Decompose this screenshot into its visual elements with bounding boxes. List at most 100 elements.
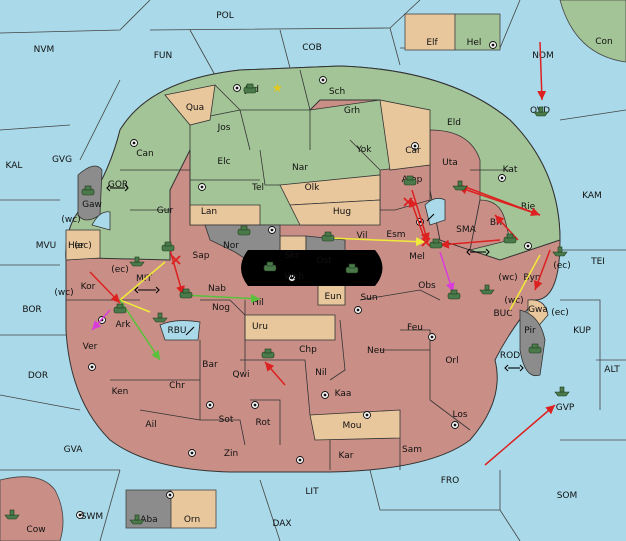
fleet-unit[interactable] bbox=[4, 509, 20, 520]
label-gvp: GVP bbox=[556, 403, 575, 413]
army-unit[interactable] bbox=[261, 348, 275, 359]
land-label-bar: Bar bbox=[202, 360, 218, 370]
province-bri[interactable] bbox=[469, 199, 511, 251]
land-label-gur: Gur bbox=[157, 206, 174, 216]
fleet-unit[interactable] bbox=[554, 386, 570, 397]
land-label-kaa: Kaa bbox=[335, 389, 352, 399]
sea-label-swm: SWM bbox=[81, 512, 103, 522]
land-label-eld: Eld bbox=[447, 118, 461, 128]
army-unit[interactable] bbox=[81, 185, 95, 196]
province-labels: POLNVMFUNCOBNOMOVDConKALGVGKAMMVUBORTEIK… bbox=[6, 11, 621, 535]
sea-label-alt: ALT bbox=[604, 365, 620, 375]
fleet-unit[interactable] bbox=[129, 256, 145, 267]
army-unit[interactable] bbox=[161, 241, 175, 252]
land-label-zin: Zin bbox=[224, 449, 238, 459]
land-label-car: Car bbox=[405, 146, 421, 156]
sea-label-gvg: GVG bbox=[52, 155, 72, 165]
sea-label-tei: TEI bbox=[590, 257, 605, 267]
army-unit[interactable] bbox=[113, 303, 127, 314]
army-unit[interactable] bbox=[447, 289, 461, 300]
sea-label-cob: COB bbox=[302, 43, 322, 53]
impassable-region bbox=[241, 250, 383, 286]
fleet-unit[interactable] bbox=[129, 514, 145, 525]
army-unit[interactable] bbox=[321, 231, 335, 242]
land-label-ost: Ost bbox=[316, 256, 332, 266]
army-unit[interactable] bbox=[528, 343, 542, 354]
land-label-kar: Kar bbox=[339, 451, 354, 461]
land-label-ail: Ail bbox=[145, 420, 156, 430]
land-label-vil: Vil bbox=[357, 231, 368, 241]
province-her[interactable] bbox=[65, 229, 101, 261]
land-label-neu: Neu bbox=[367, 346, 385, 356]
sea-label-pol: POL bbox=[216, 11, 234, 21]
army-unit[interactable] bbox=[403, 175, 417, 186]
passage-arrows bbox=[106, 184, 524, 372]
land-label-nil: Nil bbox=[315, 368, 327, 378]
land-label-byn: Byn bbox=[523, 273, 540, 283]
land-label-gaw: Gaw bbox=[82, 200, 102, 210]
land-label-can: Can bbox=[136, 149, 154, 159]
land-label-hel: Hel bbox=[467, 38, 482, 48]
army-unit[interactable] bbox=[179, 288, 193, 299]
province-pir[interactable] bbox=[519, 309, 546, 377]
land-label-orl: Orl bbox=[445, 356, 458, 366]
land-label-aba: Aba bbox=[140, 515, 157, 525]
label-ec: (ec) bbox=[551, 308, 569, 318]
land-label-sam: Sam bbox=[402, 445, 422, 455]
lake-mvu-inlet bbox=[91, 211, 111, 231]
fleet-unit[interactable] bbox=[479, 284, 495, 295]
army-unit[interactable] bbox=[503, 233, 517, 244]
land-label-sap: Sap bbox=[193, 251, 210, 261]
label-wc: (wc) bbox=[498, 273, 517, 283]
land-label-mel: Mel bbox=[409, 252, 425, 262]
land-label-obs: Obs bbox=[418, 281, 436, 291]
province-cow[interactable] bbox=[0, 476, 64, 541]
province-hug[interactable] bbox=[289, 199, 381, 226]
sea-label-dor: DOR bbox=[28, 371, 48, 381]
land-label-uru: Uru bbox=[252, 322, 268, 332]
land-label-nar: Nar bbox=[292, 163, 308, 173]
province-car[interactable] bbox=[379, 99, 431, 171]
army-unit[interactable] bbox=[345, 263, 359, 274]
sea-label-nvm: NVM bbox=[34, 45, 55, 55]
sea-label-fro: FRO bbox=[441, 476, 460, 486]
fleet-unit[interactable] bbox=[152, 312, 168, 323]
sea-label-kup: KUP bbox=[573, 326, 591, 336]
land-label-jos: Jos bbox=[217, 123, 231, 133]
province-borders bbox=[66, 69, 510, 470]
land-label-nab: Nab bbox=[208, 284, 226, 294]
cut-support-markers bbox=[171, 197, 431, 265]
land-label-yok: Yok bbox=[355, 145, 372, 155]
land-label-olk: Olk bbox=[305, 183, 321, 193]
army-unit[interactable] bbox=[237, 225, 251, 236]
land-label-mou: Mou bbox=[343, 421, 362, 431]
province-qua[interactable] bbox=[164, 84, 216, 126]
land-label-kor: Kor bbox=[81, 282, 96, 292]
fleet-unit[interactable] bbox=[533, 106, 549, 117]
sea-label-gva: GVA bbox=[64, 445, 84, 455]
province-orn[interactable] bbox=[170, 489, 217, 529]
label-ec: (ec) bbox=[553, 261, 571, 271]
fleet-unit[interactable] bbox=[452, 180, 468, 191]
army-unit[interactable] bbox=[243, 83, 257, 94]
land-label-tel: Tel bbox=[251, 183, 264, 193]
sea-label-lit: LIT bbox=[305, 487, 319, 497]
land-label-ark: Ark bbox=[115, 320, 131, 330]
land-label-ver: Ver bbox=[83, 342, 98, 352]
land-label-pir: Pir bbox=[524, 326, 536, 336]
army-unit[interactable] bbox=[429, 238, 443, 249]
fleet-unit[interactable] bbox=[552, 246, 568, 257]
army-unit[interactable] bbox=[263, 261, 277, 272]
land-label-web: Web bbox=[284, 272, 304, 282]
sea-label-kam: KAM bbox=[582, 191, 602, 201]
label-wc: (wc) bbox=[61, 215, 80, 225]
land-label-los: Los bbox=[452, 410, 467, 420]
land-label-rot: Rot bbox=[256, 418, 271, 428]
orders bbox=[89, 41, 556, 466]
land-label-cow: Cow bbox=[26, 525, 45, 535]
label-buc: BUC bbox=[493, 309, 512, 319]
sea-label-nom: NOM bbox=[532, 51, 554, 61]
